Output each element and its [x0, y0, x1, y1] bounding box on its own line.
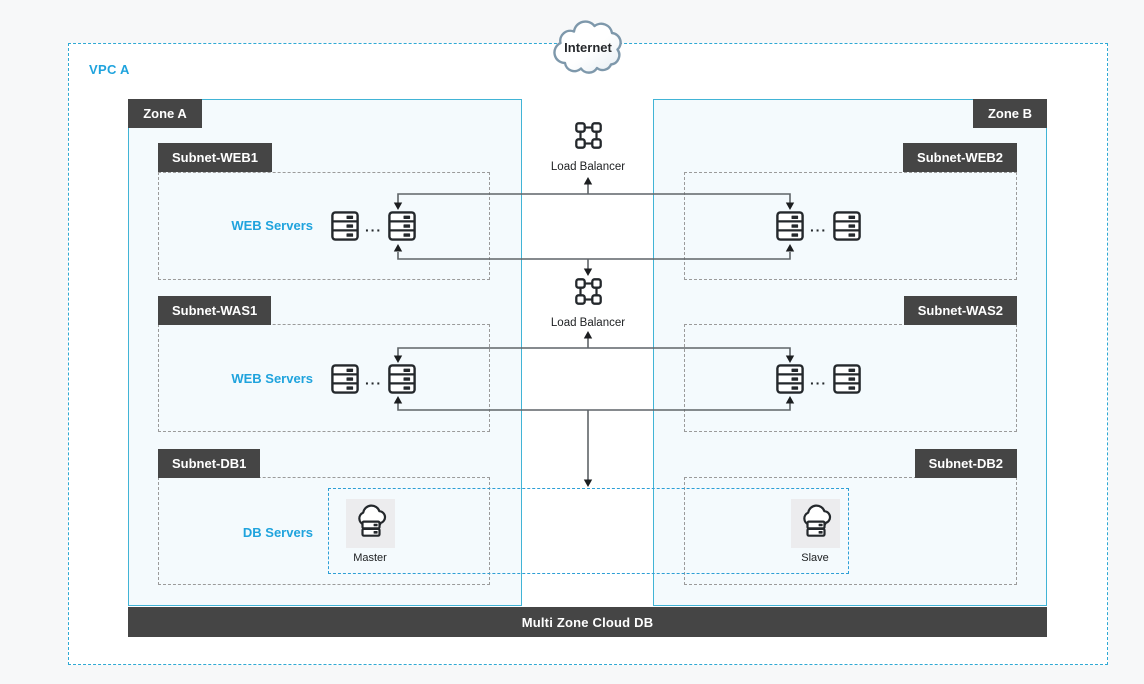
- subnet-was1-box: [158, 324, 490, 432]
- server-ellipsis: ···: [810, 221, 827, 238]
- internet-label: Internet: [564, 39, 612, 55]
- zone-b-header: Zone B: [973, 99, 1047, 128]
- subnet-web2-box: [684, 172, 1017, 280]
- load-balancer-icon: [574, 278, 602, 310]
- master-db-tile: [346, 499, 395, 548]
- web-servers-label-was1: WEB Servers: [231, 371, 313, 386]
- subnet-db2-box: [684, 477, 1017, 585]
- subnet-db1-box: [158, 477, 490, 585]
- subnet-web1-header: Subnet-WEB1: [158, 143, 272, 172]
- master-label: Master: [353, 552, 387, 564]
- cloud-db-icon: [799, 504, 833, 543]
- server-icon: [776, 364, 804, 399]
- server-ellipsis: ···: [365, 221, 382, 238]
- server-icon: [833, 211, 861, 246]
- zone-a-header: Zone A: [128, 99, 202, 128]
- internet-cloud: Internet: [544, 12, 632, 74]
- server-icon: [388, 364, 416, 399]
- slave-db-tile: [791, 499, 840, 548]
- load-balancer-middle: Load Balancer: [528, 278, 648, 329]
- load-balancer-top: Load Balancer: [528, 122, 648, 173]
- server-group-was2: ···: [776, 364, 861, 399]
- multi-zone-cloud-db-bar: Multi Zone Cloud DB: [128, 607, 1047, 637]
- server-icon: [331, 211, 359, 246]
- vpc-label: VPC A: [89, 62, 130, 77]
- load-balancer-middle-label: Load Balancer: [550, 317, 626, 329]
- subnet-was2-header: Subnet-WAS2: [903, 296, 1017, 325]
- server-icon: [833, 364, 861, 399]
- server-ellipsis: ···: [810, 374, 827, 391]
- cloud-db-icon: [354, 504, 388, 543]
- server-group-web2: ···: [776, 211, 861, 246]
- db-replication-box: [328, 488, 849, 574]
- server-icon: [388, 211, 416, 246]
- server-group-was1: ···: [331, 364, 416, 399]
- subnet-web2-header: Subnet-WEB2: [903, 143, 1017, 172]
- server-icon: [331, 364, 359, 399]
- subnet-was2-box: [684, 324, 1017, 432]
- server-ellipsis: ···: [365, 374, 382, 391]
- server-icon: [776, 211, 804, 246]
- load-balancer-top-label: Load Balancer: [550, 161, 626, 173]
- slave-label: Slave: [801, 552, 829, 564]
- web-servers-label-web1: WEB Servers: [231, 218, 313, 233]
- subnet-db1-header: Subnet-DB1: [158, 449, 261, 478]
- subnet-db2-header: Subnet-DB2: [914, 449, 1017, 478]
- load-balancer-icon: [574, 122, 602, 154]
- subnet-web1-box: [158, 172, 490, 280]
- subnet-was1-header: Subnet-WAS1: [158, 296, 272, 325]
- server-group-web1: ···: [331, 211, 416, 246]
- db-servers-label-db1: DB Servers: [242, 525, 313, 540]
